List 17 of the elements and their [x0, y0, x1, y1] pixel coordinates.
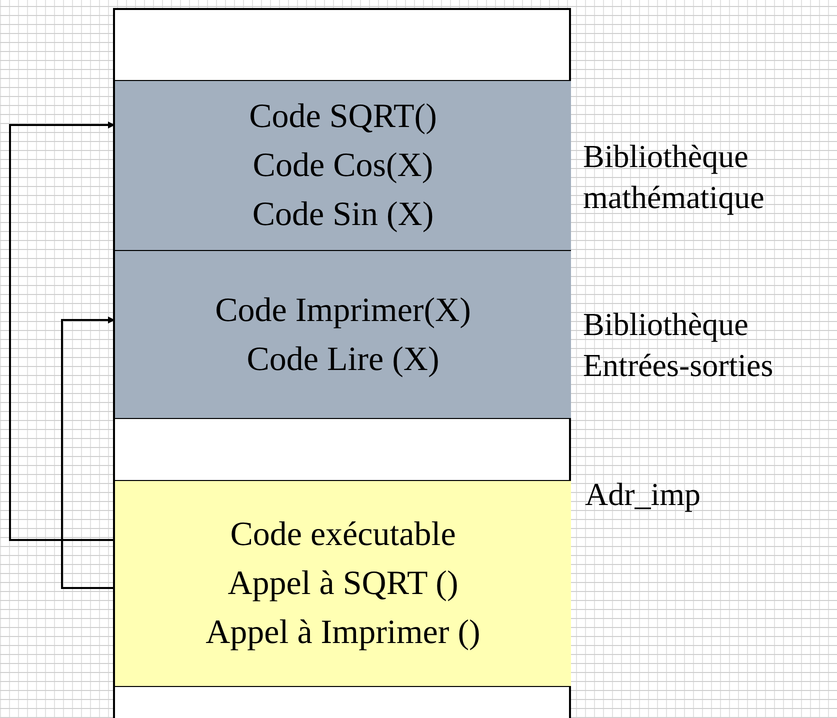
code-line: Appel à Imprimer () [206, 613, 480, 653]
code-line: Code Imprimer(X) [215, 290, 471, 330]
library-block [115, 80, 571, 251]
block-caption: Bibliothèque Entrées-sorties [583, 305, 774, 385]
code-line: Appel à SQRT () [228, 564, 458, 604]
code-line: Code SQRT() [249, 97, 437, 137]
arrow [9, 122, 115, 541]
code-line: Code Cos(X) [252, 146, 434, 186]
code-line: Code Lire (X) [246, 340, 440, 380]
library-block [115, 250, 571, 419]
program-block [115, 480, 571, 687]
code-line: Code Sin (X) [252, 195, 434, 235]
block-caption: Adr_imp [585, 475, 702, 514]
block-caption: Bibliothèque mathématique [583, 137, 766, 217]
arrow [61, 316, 115, 589]
memory-column [113, 8, 571, 718]
code-line: Code exécutable [230, 515, 456, 555]
